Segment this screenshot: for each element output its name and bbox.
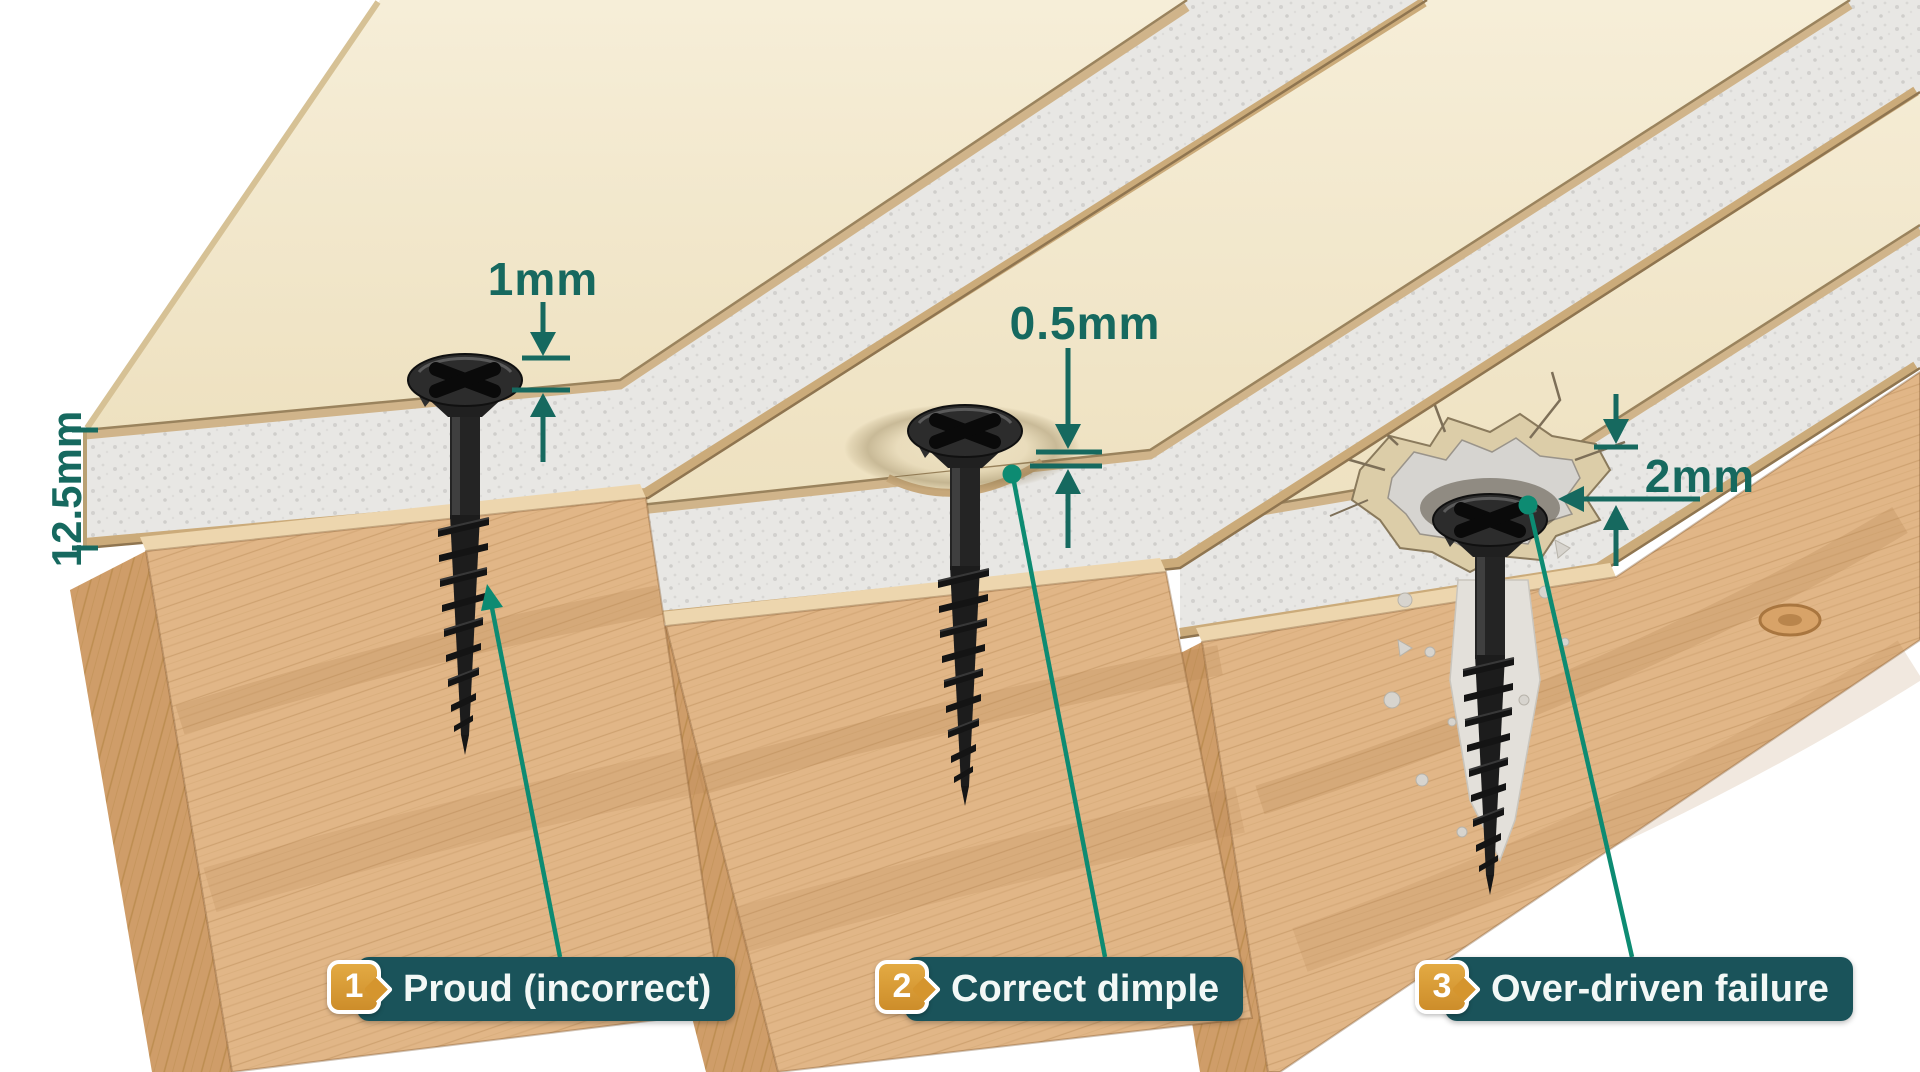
dimension-2mm-label: 2mm bbox=[1644, 450, 1756, 502]
badge-1: 1 bbox=[327, 960, 381, 1014]
badge-2: 2 bbox=[875, 960, 929, 1014]
board-thickness-label: 12.5mm bbox=[43, 410, 90, 568]
panel-1-gypsum-core bbox=[85, 0, 1427, 548]
callout-proud: 1 Proud (incorrect) bbox=[327, 957, 736, 1021]
callout-proud-text: Proud (incorrect) bbox=[403, 967, 712, 1010]
dimension-05mm-arrows bbox=[1030, 348, 1102, 548]
callout-overdriven: 3 Over-driven failure bbox=[1415, 957, 1853, 1021]
stud-1 bbox=[70, 484, 724, 1072]
dimension-05mm-label: 0.5mm bbox=[1009, 297, 1161, 349]
dimension-1mm-label: 1mm bbox=[487, 253, 599, 305]
dimension-125mm-ticks bbox=[72, 427, 98, 551]
callout-overdriven-text: Over-driven failure bbox=[1491, 967, 1829, 1010]
panel-3-gypsum-core bbox=[1180, 225, 1920, 638]
badge-2-number: 2 bbox=[892, 966, 912, 1005]
badge-3: 3 bbox=[1415, 960, 1469, 1014]
dimension-1mm-arrows bbox=[512, 302, 570, 462]
panel-1-paper-surface bbox=[85, 0, 1187, 430]
badge-3-number: 3 bbox=[1432, 966, 1452, 1005]
leader-3 bbox=[1518, 495, 1635, 958]
leader-1 bbox=[481, 584, 563, 958]
panel-1-drywall bbox=[83, 0, 1428, 550]
gypsum-debris bbox=[1383, 539, 1571, 838]
leader-2 bbox=[1002, 464, 1108, 958]
callout-correct-dimple: 2 Correct dimple bbox=[875, 957, 1244, 1021]
badge-1-number: 1 bbox=[344, 966, 364, 1005]
dimension-2mm-arrows bbox=[1558, 394, 1700, 566]
callout-correct-dimple-text: Correct dimple bbox=[951, 967, 1220, 1010]
